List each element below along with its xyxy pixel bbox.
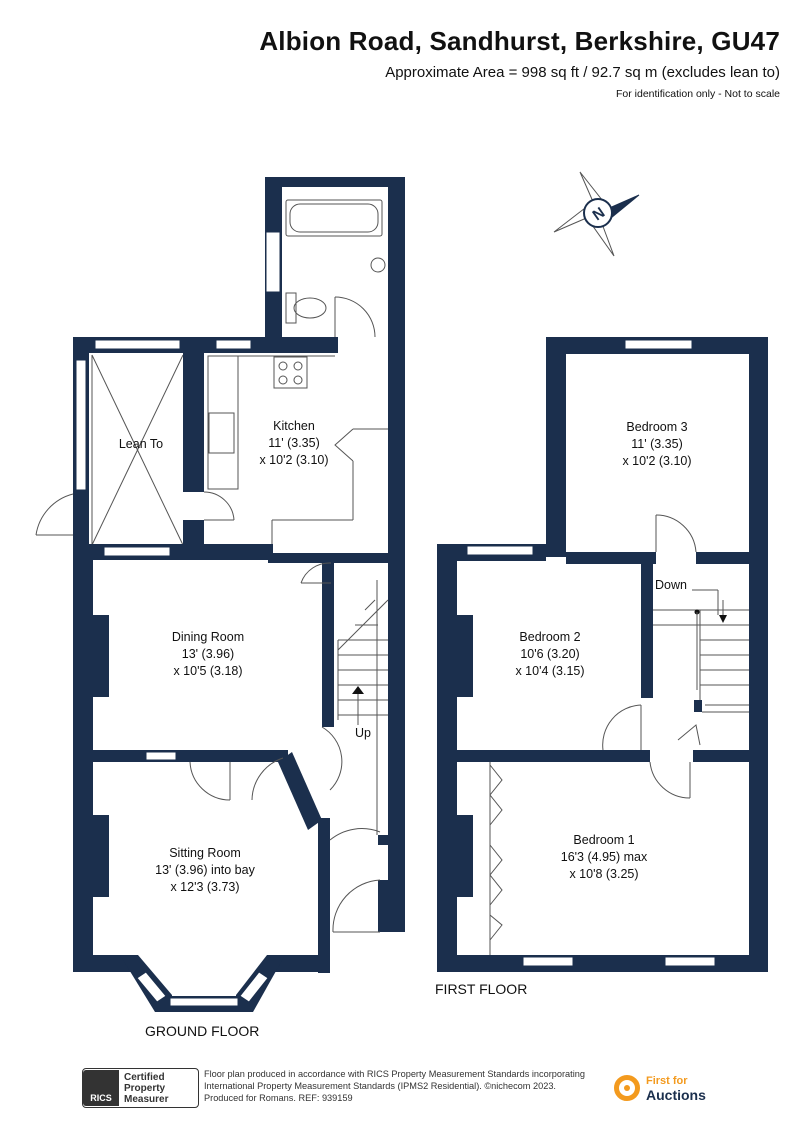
rics-line2: Property [124,1082,166,1094]
first-floor-label: FIRST FLOOR [435,981,527,997]
bedroom2-dim1: 10'6 (3.20) [520,647,579,661]
kitchen-dim1: 11' (3.35) [268,436,320,450]
footer-disclaimer: Floor plan produced in accordance with R… [204,1068,604,1104]
rics-line1: Certified [124,1071,165,1083]
bedroom1-name: Bedroom 1 [573,833,634,847]
bedroom3-dim2: x 10'2 (3.10) [622,454,691,468]
rics-line3: Measurer [124,1093,169,1105]
page-title: Albion Road, Sandhurst, Berkshire, GU47 [259,26,780,56]
sitting-name: Sitting Room [169,846,241,860]
rics-logo: RICS [83,1070,119,1106]
stairs-up-label: Up [355,726,371,740]
footer-line2: International Property Measurement Stand… [204,1081,556,1091]
ground-floor-plan [35,177,405,1012]
bedroom1-dim2: x 10'8 (3.25) [569,867,638,881]
stairs-down-label: Down [655,578,687,592]
bedroom3-dim1: 11' (3.35) [631,437,683,451]
dining-name: Dining Room [172,630,244,644]
kitchen-dim2: x 10'2 (3.10) [259,453,328,467]
brand-bottom: Auctions [646,1087,706,1103]
lean-to-name: Lean To [119,437,163,451]
bedroom3-name: Bedroom 3 [626,420,687,434]
dining-dim2: x 10'5 (3.18) [173,664,242,678]
sitting-dim1: 13' (3.96) into bay [155,863,255,877]
brand-icon [614,1075,640,1101]
bedroom2-dim2: x 10'4 (3.15) [515,664,584,678]
footer-line1: Floor plan produced in accordance with R… [204,1069,585,1079]
sitting-dim2: x 12'3 (3.73) [170,880,239,894]
stairs-ground [337,580,389,835]
brand-top: First for [646,1075,688,1087]
area-summary: Approximate Area = 998 sq ft / 92.7 sq m… [385,64,780,81]
kitchen-name: Kitchen [273,419,315,433]
ground-floor-label: GROUND FLOOR [145,1023,259,1039]
bedroom2-name: Bedroom 2 [519,630,580,644]
compass-icon: N [553,171,640,257]
scale-note: For identification only - Not to scale [616,88,780,100]
stairs-first [653,589,749,706]
first-floor-plan [437,337,768,972]
bedroom1-dim1: 16'3 (4.95) max [561,850,648,864]
brand-logo: First for Auctions [614,1070,706,1106]
footer-line3: Produced for Romans. REF: 939159 [204,1093,353,1103]
dining-dim1: 13' (3.96) [182,647,234,661]
rics-badge: RICS Certified Property Measurer [82,1068,199,1108]
